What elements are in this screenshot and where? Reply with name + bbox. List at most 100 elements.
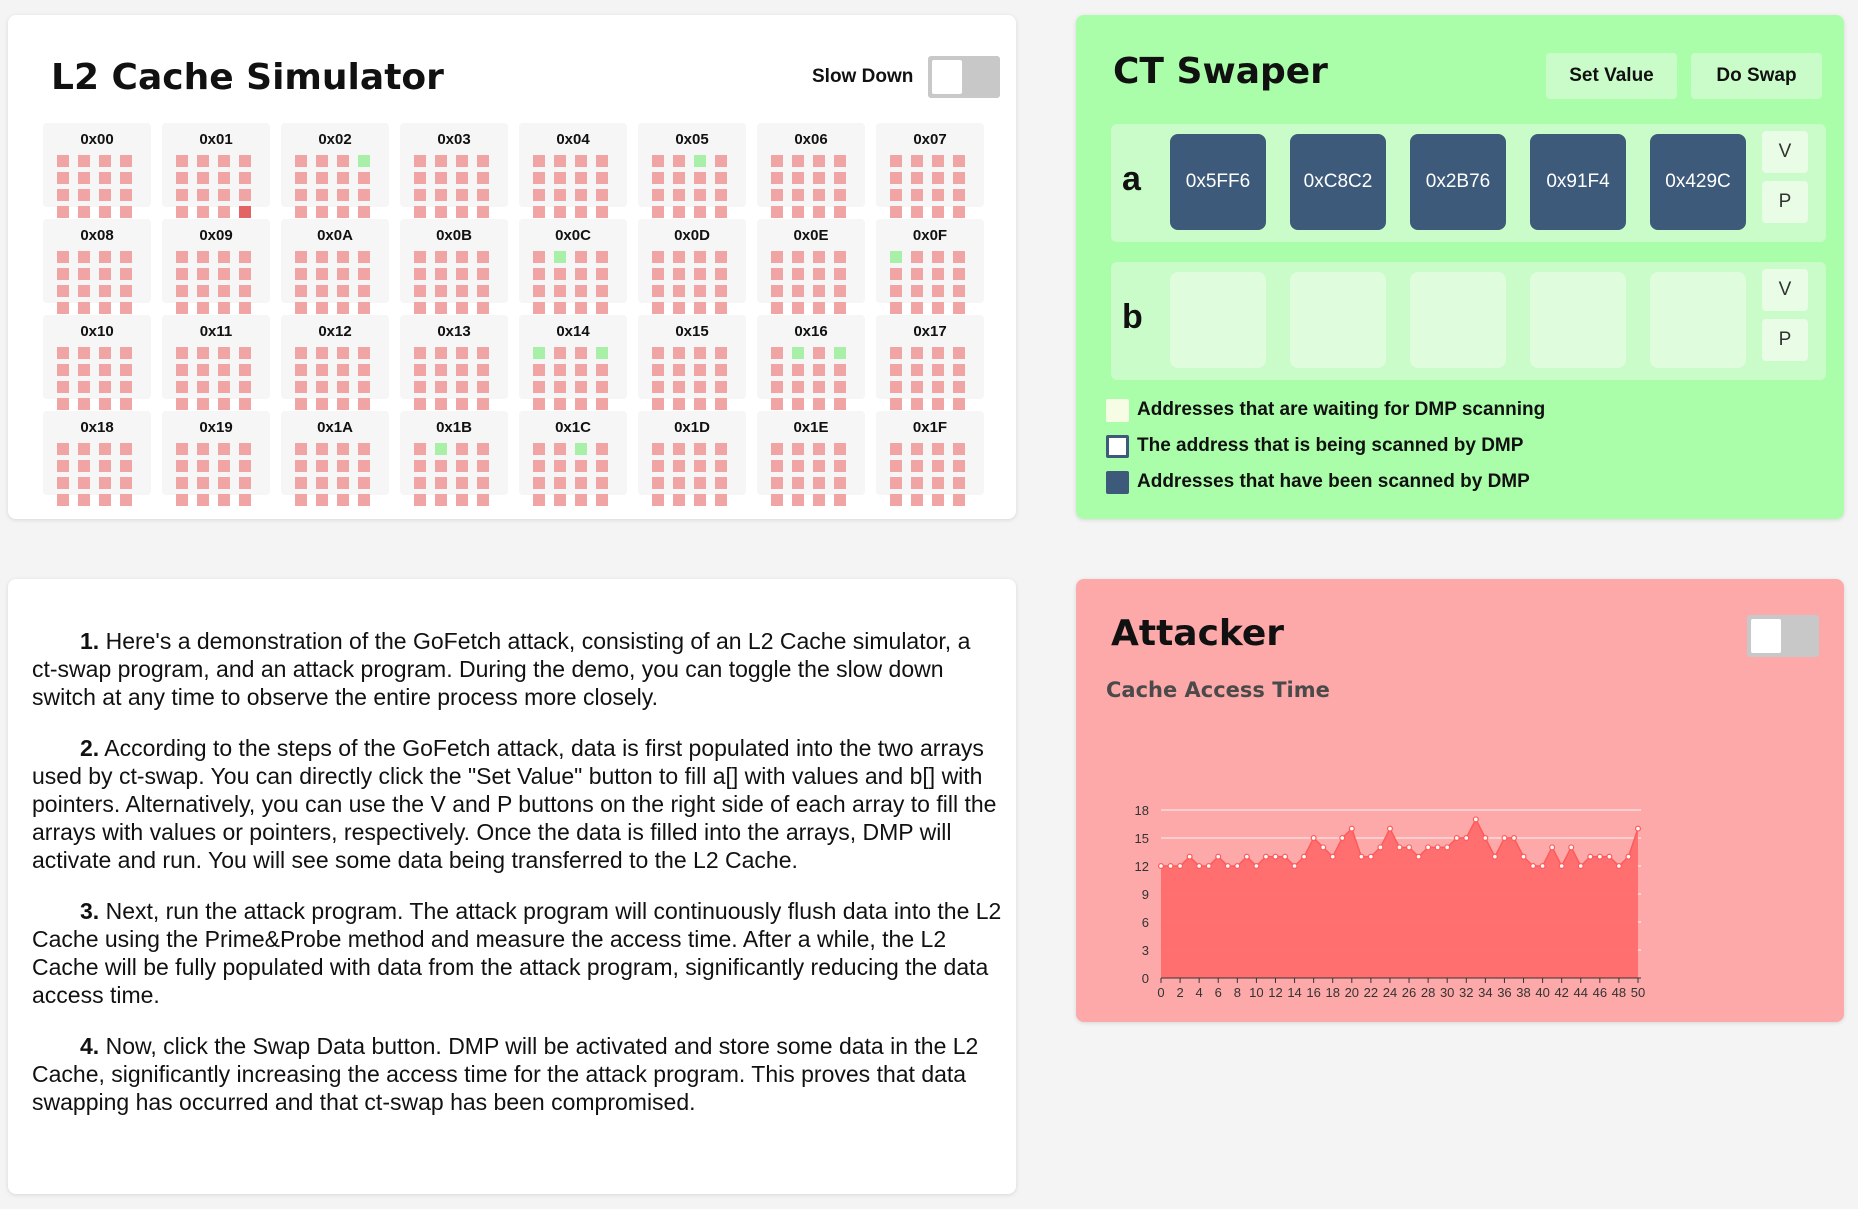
- fill-values-button[interactable]: V: [1762, 131, 1808, 173]
- cache-block[interactable]: 0x0B: [400, 219, 508, 314]
- cache-line: [554, 155, 566, 167]
- cache-block[interactable]: 0x05: [638, 123, 746, 218]
- cache-line: [78, 206, 90, 218]
- cache-block[interactable]: 0x0E: [757, 219, 865, 314]
- slow-down-toggle[interactable]: [928, 56, 1000, 98]
- fill-pointers-button[interactable]: P: [1762, 319, 1808, 361]
- cache-line: [792, 155, 804, 167]
- cache-block[interactable]: 0x01: [162, 123, 270, 218]
- cache-line: [197, 189, 209, 201]
- cache-block[interactable]: 0x1B: [400, 411, 508, 506]
- cache-line: [575, 302, 587, 314]
- cache-line: [78, 494, 90, 506]
- cache-line: [57, 398, 69, 410]
- cache-block[interactable]: 0x0F: [876, 219, 984, 314]
- cache-line: [316, 189, 328, 201]
- cache-line: [792, 364, 804, 376]
- array-b-row: b V P: [1111, 262, 1826, 380]
- cache-line: [176, 172, 188, 184]
- cache-line: [197, 302, 209, 314]
- cache-block[interactable]: 0x1C: [519, 411, 627, 506]
- do-swap-button[interactable]: Do Swap: [1691, 53, 1822, 99]
- cache-block[interactable]: 0x12: [281, 315, 389, 410]
- cache-line: [652, 443, 664, 455]
- cache-line: [932, 206, 944, 218]
- cache-line: [715, 398, 727, 410]
- cache-block-address: 0x14: [556, 323, 590, 340]
- cache-block[interactable]: 0x0A: [281, 219, 389, 314]
- cache-line: [533, 302, 545, 314]
- cache-block[interactable]: 0x10: [43, 315, 151, 410]
- data-point: [1549, 844, 1556, 851]
- cache-line: [890, 155, 902, 167]
- cache-line: [358, 302, 370, 314]
- cache-block[interactable]: 0x1E: [757, 411, 865, 506]
- cache-block[interactable]: 0x11: [162, 315, 270, 410]
- cache-block[interactable]: 0x07: [876, 123, 984, 218]
- cache-block-address: 0x0B: [436, 227, 472, 244]
- cache-line: [834, 268, 846, 280]
- cache-block[interactable]: 0x1F: [876, 411, 984, 506]
- cache-block[interactable]: 0x02: [281, 123, 389, 218]
- x-tick-label: 20: [1345, 985, 1359, 1000]
- cache-line: [435, 443, 447, 455]
- data-point: [1558, 862, 1565, 869]
- cache-block[interactable]: 0x16: [757, 315, 865, 410]
- cache-lines: [652, 251, 727, 314]
- cache-line: [575, 443, 587, 455]
- cache-line: [834, 172, 846, 184]
- cache-line: [715, 206, 727, 218]
- cache-line: [176, 206, 188, 218]
- cache-block[interactable]: 0x09: [162, 219, 270, 314]
- cache-line: [57, 285, 69, 297]
- cache-line: [813, 364, 825, 376]
- cache-block[interactable]: 0x08: [43, 219, 151, 314]
- y-tick-label: 18: [1135, 803, 1149, 818]
- cache-block[interactable]: 0x00: [43, 123, 151, 218]
- cache-block[interactable]: 0x17: [876, 315, 984, 410]
- cache-block-address: 0x08: [80, 227, 114, 244]
- cache-line: [813, 443, 825, 455]
- cache-line: [456, 206, 468, 218]
- cache-line: [813, 189, 825, 201]
- cache-line: [911, 398, 923, 410]
- fill-values-button[interactable]: V: [1762, 269, 1808, 311]
- set-value-button[interactable]: Set Value: [1546, 53, 1677, 99]
- cache-line: [120, 172, 132, 184]
- cache-line: [218, 460, 230, 472]
- cache-line: [813, 172, 825, 184]
- cache-line: [435, 251, 447, 263]
- cache-line: [176, 155, 188, 167]
- cache-line: [78, 364, 90, 376]
- attack-toggle[interactable]: [1747, 615, 1819, 657]
- cache-line: [911, 381, 923, 393]
- cache-block[interactable]: 0x03: [400, 123, 508, 218]
- cache-block[interactable]: 0x13: [400, 315, 508, 410]
- cache-line: [554, 443, 566, 455]
- cache-line: [414, 364, 426, 376]
- cache-line: [218, 302, 230, 314]
- cache-line: [358, 460, 370, 472]
- cache-line: [435, 381, 447, 393]
- cache-block[interactable]: 0x1A: [281, 411, 389, 506]
- cache-block[interactable]: 0x0D: [638, 219, 746, 314]
- cache-block[interactable]: 0x19: [162, 411, 270, 506]
- cache-line: [197, 206, 209, 218]
- cache-line: [715, 364, 727, 376]
- cache-block[interactable]: 0x18: [43, 411, 151, 506]
- data-point: [1634, 825, 1641, 832]
- cache-block[interactable]: 0x1D: [638, 411, 746, 506]
- cache-line: [239, 268, 251, 280]
- cache-line: [477, 206, 489, 218]
- cache-block[interactable]: 0x14: [519, 315, 627, 410]
- cache-block[interactable]: 0x15: [638, 315, 746, 410]
- x-tick-label: 4: [1196, 985, 1203, 1000]
- fill-pointers-button[interactable]: P: [1762, 181, 1808, 223]
- cache-line: [99, 302, 111, 314]
- cache-block[interactable]: 0x06: [757, 123, 865, 218]
- cache-line: [596, 347, 608, 359]
- cache-block[interactable]: 0x04: [519, 123, 627, 218]
- cache-block[interactable]: 0x0C: [519, 219, 627, 314]
- step-number: 4.: [80, 1033, 100, 1059]
- cache-block-address: 0x04: [556, 131, 590, 148]
